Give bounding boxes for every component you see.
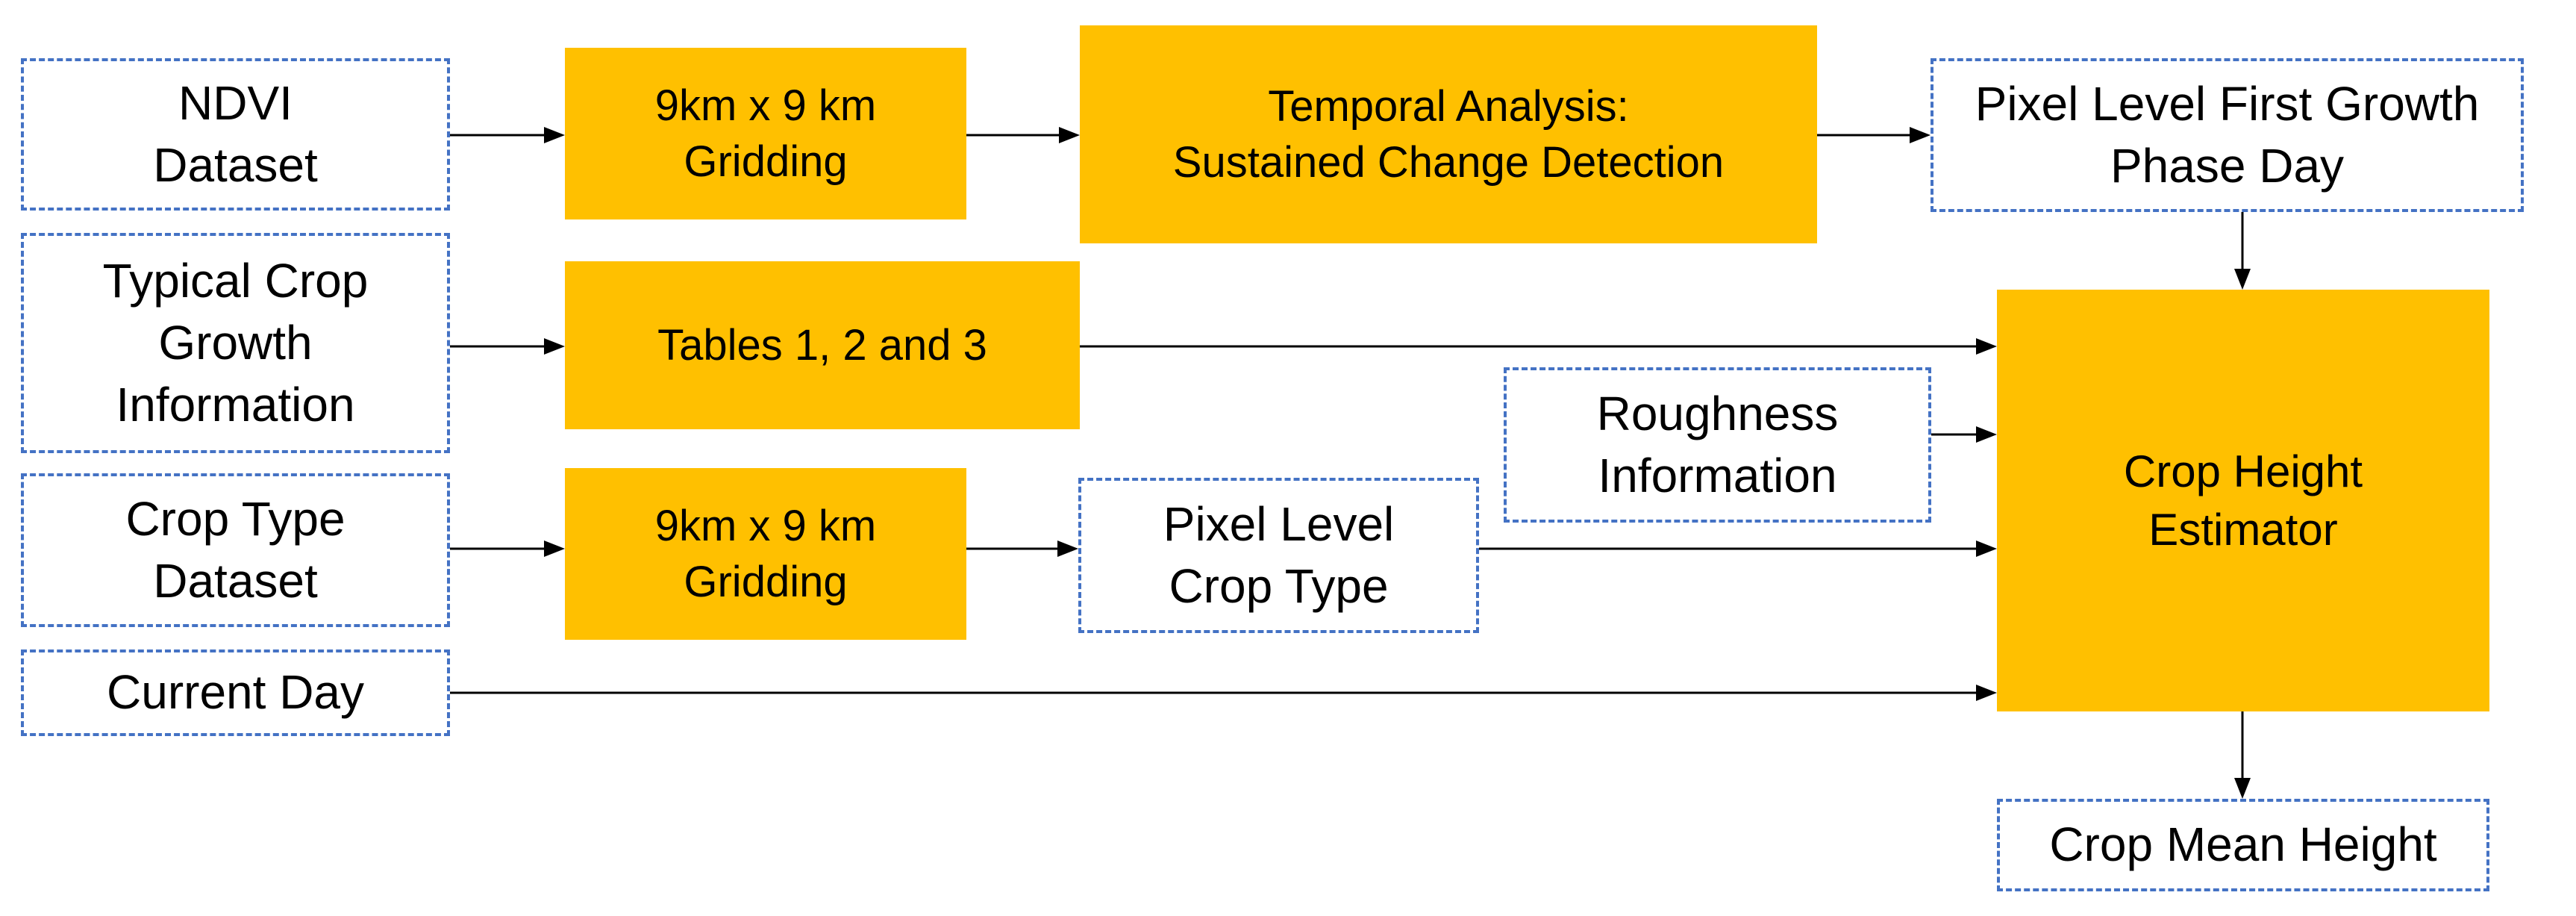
crop-mean-height-label: Crop Mean Height [2049,817,2437,872]
crop-type-dataset-label: Crop Type Dataset [125,491,346,608]
gridding-crop-type-label: 9km x 9 km Gridding [654,501,877,606]
crop-type-dataset-node: Crop Type Dataset [21,473,450,627]
connector-lines [450,134,2244,779]
arrowhead-typical-to-tables [544,338,565,355]
crop-mean-height-node: Crop Mean Height [1997,799,2489,891]
gridding-ndvi-label: 9km x 9 km Gridding [654,81,877,186]
first-growth-phase-day-node: Pixel Level First Growth Phase Day [1931,58,2524,212]
arrowhead-estimator-to-mean-height [2234,778,2251,799]
arrowhead-ndvi-to-gridding [544,127,565,143]
tables-label: Tables 1, 2 and 3 [657,320,987,370]
current-day-label: Current Day [107,665,364,720]
arrowheads [544,127,2251,799]
arrowhead-pixel-crop-to-estimator [1976,540,1997,557]
gridding-ndvi-node: 9km x 9 km Gridding [565,48,966,219]
roughness-information-label: Roughness Information [1596,386,1839,502]
arrowhead-gridding-to-temporal [1059,127,1080,143]
gridding-crop-type-node: 9km x 9 km Gridding [565,468,966,640]
typical-crop-growth-node: Typical Crop Growth Information [21,233,450,453]
arrowhead-temporal-to-first-growth [1910,127,1931,143]
crop-height-estimator-label: Crop Height Estimator [2123,446,2363,555]
arrowhead-crop-type-to-gridding [544,540,565,557]
ndvi-dataset-node: NDVI Dataset [21,58,450,211]
temporal-analysis-node: Temporal Analysis: Sustained Change Dete… [1080,25,1817,243]
roughness-information-node: Roughness Information [1504,367,1931,523]
first-growth-phase-day-label: Pixel Level First Growth Phase Day [1975,76,2480,193]
temporal-analysis-label: Temporal Analysis: Sustained Change Dete… [1172,81,1725,187]
current-day-node: Current Day [21,649,450,736]
ndvi-dataset-label: NDVI Dataset [153,75,318,192]
arrowhead-first-growth-to-estimator [2234,269,2251,290]
typical-crop-growth-label: Typical Crop Growth Information [102,253,369,432]
arrowhead-current-day-to-estimator [1976,685,1997,701]
arrowhead-tables-to-estimator [1976,338,1997,355]
arrowhead-gridding-to-pixel-crop [1057,540,1078,557]
pixel-level-crop-type-label: Pixel Level Crop Type [1163,496,1395,613]
crop-height-estimator-node: Crop Height Estimator [1997,290,2489,711]
pixel-level-crop-type-node: Pixel Level Crop Type [1078,478,1479,633]
arrowhead-roughness-to-estimator [1976,426,1997,443]
tables-node: Tables 1, 2 and 3 [565,261,1080,429]
